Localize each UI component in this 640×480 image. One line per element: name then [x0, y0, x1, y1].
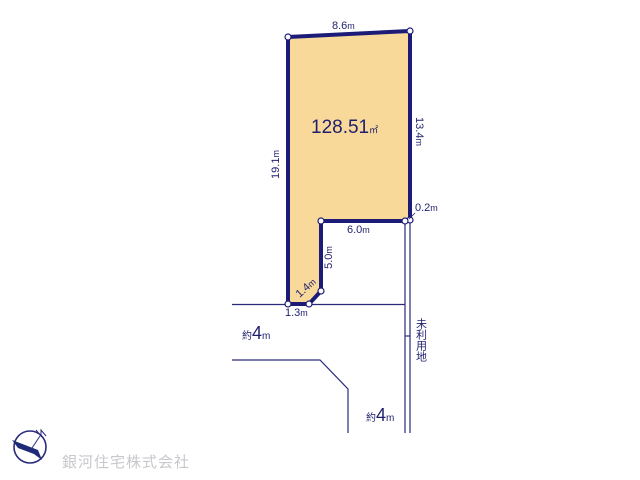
dim-bottom: 1.3m: [285, 307, 308, 319]
unused-land-label: 未利用地: [414, 318, 427, 362]
lot-area-unit: ㎡: [369, 125, 379, 135]
offset-leader: [408, 212, 416, 220]
vertex-top-left: [284, 33, 292, 41]
vertex-right-offset: [401, 217, 409, 225]
road-lines: [232, 221, 411, 433]
lot-area-value: 128.51: [311, 117, 370, 138]
vertex-notch: [317, 217, 325, 225]
road-width-south: 約4m: [366, 405, 395, 425]
vertex-top-right: [406, 27, 414, 35]
vertex-cut-bottom: [305, 300, 313, 308]
dim-top: 8.6m: [332, 20, 355, 32]
dim-notch-horizontal: 6.0m: [347, 224, 370, 236]
bird-compass-logo-icon: [12, 428, 47, 464]
road-edge-south-corner: [232, 359, 349, 433]
company-name: 銀河住宅株式会社: [62, 453, 191, 471]
vertex-cut-top: [317, 287, 325, 295]
dim-right-upper: 13.4m: [412, 117, 425, 146]
vertex-bottom-left: [284, 300, 292, 308]
dim-left: 19.1m: [269, 150, 282, 179]
dim-right-offset: 0.2m: [415, 202, 438, 214]
road-width-west: 約4m: [242, 323, 271, 343]
lot-polygon: [286, 28, 412, 306]
dim-notch-vertical: 5.0m: [322, 246, 335, 269]
lot-vertices: [284, 27, 414, 308]
lot-area-label: 128.51㎡: [311, 118, 378, 137]
